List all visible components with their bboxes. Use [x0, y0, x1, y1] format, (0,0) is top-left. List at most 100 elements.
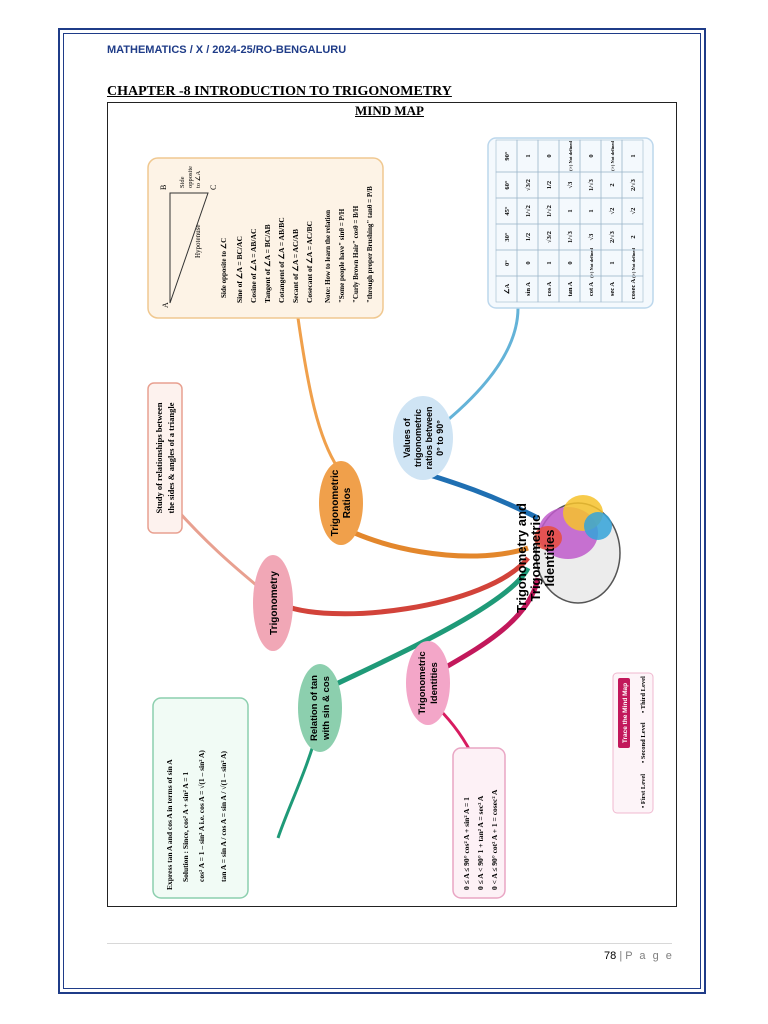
table-cell: √2	[608, 208, 616, 215]
page-border	[58, 28, 706, 994]
table-cell: (∞) Not defined	[631, 248, 636, 278]
svg-text:Study of relationships between: Study of relationships between	[154, 402, 164, 513]
subject-header: MATHEMATICS / X / 2024-25/RO-BENGALURU	[107, 44, 347, 56]
page-number-separator: |	[619, 950, 623, 962]
ratios-box: A B C Hypotenuse Side opposite to ∠A Sid…	[147, 157, 384, 319]
table-header-cell: 45°	[504, 206, 511, 216]
table-cell: 2/√3	[608, 230, 616, 243]
svg-text:0 < A ≤ 90° cot² A + 1 = cosec: 0 < A ≤ 90° cot² A + 1 = cosec² A	[490, 789, 499, 890]
table-cell-border	[621, 139, 644, 173]
svg-text:A: A	[161, 302, 170, 308]
chapter-title: CHAPTER -8 INTRODUCTION TO TRIGONOMETRY	[107, 84, 452, 99]
svg-text:with sin & cos: with sin & cos	[321, 676, 332, 741]
ratio-tangent: Tangent of ∠A = BC/AB	[263, 224, 272, 303]
table-cell: 1/2	[546, 181, 553, 189]
table-cell: cot A	[588, 282, 595, 297]
table-cell: 2/√3	[629, 178, 637, 191]
table-cell: √3	[566, 181, 574, 189]
center-title-line2: Trigonometric	[528, 515, 543, 602]
node-identities: Trigonometric Identities	[406, 641, 450, 725]
svg-text:the sides & angles of a triang: the sides & angles of a triangle	[166, 402, 176, 513]
table-cell: 1/√3	[566, 230, 574, 243]
table-cell: tan A	[567, 281, 574, 296]
table-cell: 0	[588, 154, 595, 157]
table-cell: 1	[630, 154, 637, 157]
node-values: Values of trigonometric ratios between 0…	[393, 396, 453, 480]
table-cell: √3/2	[524, 179, 532, 191]
legend-box: Trace the Mind Map • First Level • Secon…	[612, 672, 654, 814]
svg-text:trigonometric: trigonometric	[413, 409, 423, 467]
svg-text:B: B	[159, 185, 168, 190]
svg-text:• Third Level: • Third Level	[640, 676, 647, 713]
svg-text:"Some people have" sinθ = P/H: "Some people have" sinθ = P/H	[338, 208, 346, 303]
svg-text:cos² A = 1 – sin² A i.e. cos: cos² A = 1 – sin² A i.e. cos A = √(1 – s…	[197, 750, 206, 882]
mindmap-frame: Trigonometry and Trigonometric Identitie…	[107, 102, 677, 907]
ratio-sine: Sine of ∠A = BC/AC	[235, 236, 244, 303]
branch-trigonometry	[276, 556, 530, 617]
table-cell: 2	[609, 183, 616, 186]
mindmap-canvas: Trigonometry and Trigonometric Identitie…	[147, 137, 654, 899]
ratio-cotangent: Cotangent of ∠A = AB/BC	[277, 217, 286, 303]
svg-text:Trigonometric: Trigonometric	[417, 651, 428, 714]
svg-text:Trigonometric: Trigonometric	[330, 469, 341, 536]
connector-values-table	[437, 307, 520, 430]
svg-text:Trigonometry: Trigonometry	[269, 571, 280, 635]
table-cell: sin A	[525, 282, 532, 296]
connector-ratios-box	[296, 317, 340, 469]
svg-text:Hypotenuse: Hypotenuse	[194, 225, 202, 258]
svg-text:Identities: Identities	[429, 662, 440, 704]
page-border-inner	[63, 33, 701, 989]
table-cell: 1/√3	[587, 178, 595, 191]
svg-text:Note: How to learn the relatio: Note: How to learn the relation	[324, 210, 332, 303]
table-cell: √3/2	[545, 231, 553, 243]
svg-text:tan A = sin A / cos A = sin A: tan A = sin A / cos A = sin A / √(1 – si…	[219, 751, 228, 882]
svg-text:• First Level: • First Level	[640, 774, 647, 808]
table-cell: 1	[609, 261, 616, 264]
page-word: P a g e	[625, 950, 674, 962]
branch-relation	[326, 566, 531, 691]
table-cell: sec A	[609, 282, 616, 297]
table-cell: 0	[567, 261, 574, 264]
table-cell: cos A	[546, 281, 553, 296]
table-header-cell: 30°	[504, 232, 511, 242]
svg-text:• Second Level: • Second Level	[640, 722, 647, 763]
node-trigonometry: Trigonometry	[253, 555, 293, 651]
ratio-cosine: Cosine of ∠A = AB/AC	[249, 229, 258, 303]
center-title-line1: Trigonometry and	[514, 503, 529, 613]
ratio-cosecant: Cosecant of ∠A = AC/BC	[305, 221, 314, 303]
page-number: 78 | P a g e	[604, 950, 674, 962]
table-cell: 0	[525, 261, 532, 264]
svg-text:Trace the Mind Map: Trace the Mind Map	[622, 683, 629, 743]
svg-text:Solution : Since, cos² A + sin: Solution : Since, cos² A + sin² A = 1	[181, 772, 190, 882]
table-cell: 1/√2	[545, 205, 553, 217]
svg-text:to ∠A: to ∠A	[194, 170, 202, 188]
svg-text:ratios between: ratios between	[424, 406, 434, 469]
identities-box: 0 ≤ A ≤ 90° cos² A + sin² A = 1 0 ≤ A < …	[452, 747, 506, 899]
table-cell: 1	[588, 209, 595, 212]
center-title-line3: Identities	[542, 529, 557, 586]
svg-text:0° to 90°: 0° to 90°	[435, 420, 445, 456]
table-cell: 1	[567, 209, 574, 212]
table-cell: (∞) Not defined	[610, 141, 615, 171]
table-header-cell: 0°	[504, 260, 511, 266]
svg-text:Side opposite to ∠C: Side opposite to ∠C	[220, 238, 228, 298]
table-cell: cosec A	[630, 279, 637, 300]
table-cell: 0	[546, 154, 553, 157]
svg-text:0 ≤ A ≤ 90° cos² A + sin² A =: 0 ≤ A ≤ 90° cos² A + sin² A = 1	[462, 797, 471, 890]
table-header-cell: ∠A	[503, 283, 511, 294]
node-trig-ratios: Trigonometric Ratios	[319, 461, 363, 545]
svg-text:Relation of tan: Relation of tan	[309, 675, 320, 741]
table-header-cell: 90°	[504, 151, 511, 161]
table-cell: (∞) Not defined	[589, 248, 594, 278]
svg-text:C: C	[209, 185, 218, 190]
svg-text:Ratios: Ratios	[342, 487, 353, 518]
svg-text:Values of: Values of	[402, 417, 412, 458]
triangle-diagram	[169, 192, 209, 304]
node-relation: Relation of tan with sin & cos	[298, 664, 342, 752]
mindmap-title: MIND MAP	[355, 103, 424, 118]
table-cell: 1/2	[525, 233, 532, 241]
table-cell: √3	[587, 233, 595, 241]
svg-text:opposite: opposite	[187, 166, 194, 188]
relation-box: Express tan A and cos A in terms of sin …	[152, 697, 249, 899]
